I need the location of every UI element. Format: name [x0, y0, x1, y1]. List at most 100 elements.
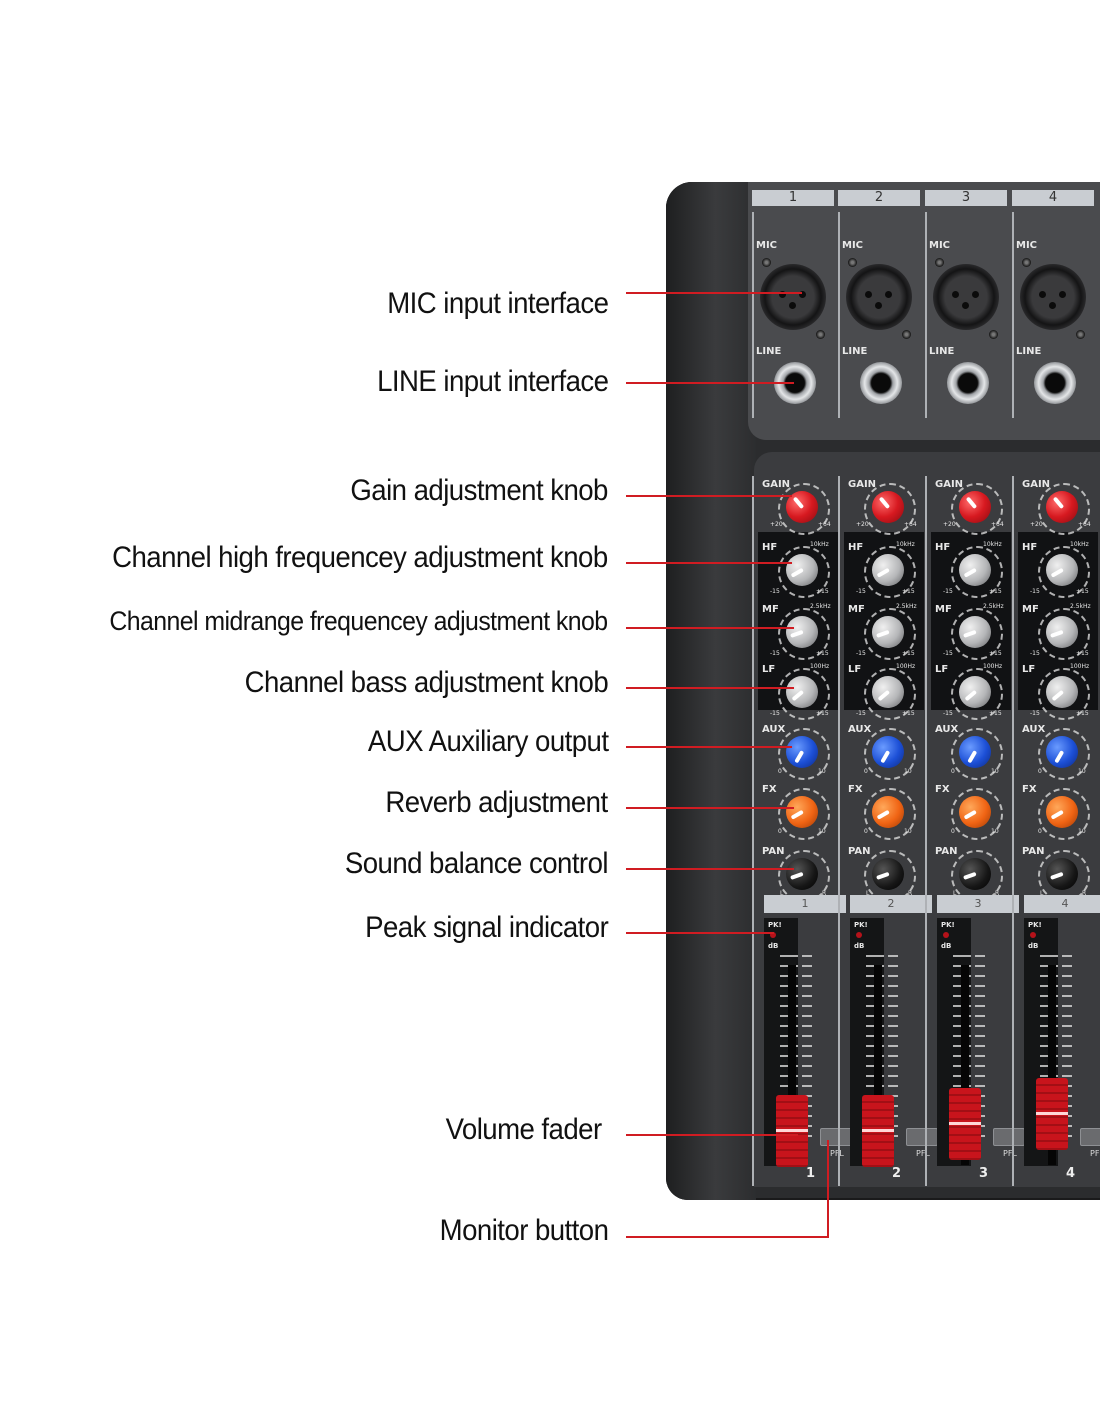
- screw-icon: [902, 330, 911, 339]
- knob-scale-ticks: [864, 483, 916, 535]
- aux-knob[interactable]: [872, 736, 904, 768]
- callout-label-mic-input: MIC input interface: [386, 287, 609, 320]
- send-max-label: 10: [818, 828, 826, 835]
- volume-fader-cap[interactable]: [1036, 1078, 1068, 1150]
- hf-knob[interactable]: [872, 554, 904, 586]
- knob-pointer: [876, 567, 890, 578]
- pfl-monitor-button[interactable]: [906, 1128, 938, 1146]
- send-min-label: 0: [864, 828, 868, 835]
- pan-left-label: L: [780, 890, 784, 897]
- channel-number-header: 3: [925, 190, 1007, 206]
- volume-fader-cap[interactable]: [862, 1095, 894, 1167]
- knob-scale-ticks: [864, 788, 916, 840]
- knob-pointer: [964, 689, 978, 702]
- lf-knob[interactable]: [872, 676, 904, 708]
- line-input-jack[interactable]: [860, 362, 902, 404]
- knob-pointer: [791, 689, 805, 702]
- pan-right-label: R: [1082, 890, 1087, 897]
- fx-knob[interactable]: [959, 796, 991, 828]
- fx-knob[interactable]: [872, 796, 904, 828]
- knob-pointer: [876, 809, 890, 820]
- xlr-mic-input[interactable]: [933, 264, 999, 330]
- knob-scale-ticks: [1038, 546, 1090, 598]
- pan-right-label: R: [995, 890, 1000, 897]
- peak-led: [943, 932, 949, 938]
- knob-scale-ticks: [951, 608, 1003, 660]
- db-label: dB: [854, 942, 865, 950]
- fader-slot[interactable]: [874, 965, 882, 1165]
- line-label: LINE: [929, 346, 955, 357]
- aux-knob[interactable]: [1046, 736, 1078, 768]
- knob-pointer: [1050, 629, 1064, 638]
- volume-fader-cap[interactable]: [949, 1088, 981, 1160]
- leader-line-monitor-vertical: [827, 1140, 829, 1238]
- xlr-mic-input[interactable]: [760, 264, 826, 330]
- hf-label: HF: [1022, 542, 1038, 553]
- lf-frequency-label: 100Hz: [810, 663, 830, 670]
- db-label: dB: [768, 942, 779, 950]
- send-max-label: 10: [904, 828, 912, 835]
- pan-knob[interactable]: [1046, 858, 1078, 890]
- hf-frequency-label: 10kHz: [810, 541, 829, 548]
- xlr-mic-input[interactable]: [846, 264, 912, 330]
- xlr-pin: [962, 302, 969, 309]
- fader-slot[interactable]: [961, 965, 969, 1165]
- gain-knob[interactable]: [872, 491, 904, 523]
- pfl-monitor-button[interactable]: [993, 1128, 1025, 1146]
- pfl-monitor-button[interactable]: [820, 1128, 852, 1146]
- mf-knob[interactable]: [1046, 616, 1078, 648]
- lf-knob[interactable]: [786, 676, 818, 708]
- xlr-mic-input[interactable]: [1020, 264, 1086, 330]
- eq-min-label: -15: [856, 710, 866, 717]
- knob-scale-ticks: [778, 608, 830, 660]
- fx-knob[interactable]: [1046, 796, 1078, 828]
- fader-slot[interactable]: [1048, 965, 1056, 1165]
- aux-label: AUX: [1022, 724, 1046, 735]
- eq-max-label: +15: [1076, 588, 1089, 595]
- callout-label-aux-knob: AUX Auxiliary output: [367, 725, 608, 758]
- leader-line-monitor-button: [626, 1236, 828, 1238]
- mf-label: MF: [848, 604, 865, 615]
- line-input-jack[interactable]: [1034, 362, 1076, 404]
- knob-pointer: [877, 689, 891, 702]
- aux-knob[interactable]: [786, 736, 818, 768]
- hf-knob[interactable]: [1046, 554, 1078, 586]
- aux-knob[interactable]: [959, 736, 991, 768]
- fx-label: FX: [762, 784, 777, 795]
- fader-slot[interactable]: [788, 965, 796, 1165]
- hf-knob[interactable]: [786, 554, 818, 586]
- knob-scale-ticks: [951, 668, 1003, 720]
- knob-pointer: [1051, 689, 1065, 702]
- channel-divider: [752, 476, 754, 1186]
- pan-knob[interactable]: [872, 858, 904, 890]
- fx-knob[interactable]: [786, 796, 818, 828]
- lf-knob[interactable]: [959, 676, 991, 708]
- pan-knob[interactable]: [959, 858, 991, 890]
- leader-line-pan-knob: [626, 868, 794, 870]
- gain-knob[interactable]: [959, 491, 991, 523]
- knob-pointer: [963, 567, 977, 578]
- mixer-side-panel: [666, 182, 756, 1200]
- mf-knob[interactable]: [959, 616, 991, 648]
- pfl-monitor-button[interactable]: [1080, 1128, 1100, 1146]
- leader-line-hf-knob: [626, 562, 792, 564]
- db-label: dB: [941, 942, 952, 950]
- mf-knob[interactable]: [786, 616, 818, 648]
- eq-min-label: -15: [1030, 588, 1040, 595]
- volume-fader-cap[interactable]: [776, 1095, 808, 1167]
- send-min-label: 0: [778, 828, 782, 835]
- pan-knob[interactable]: [786, 858, 818, 890]
- knob-pointer: [963, 809, 977, 820]
- line-input-jack[interactable]: [947, 362, 989, 404]
- knob-scale-ticks: [1038, 483, 1090, 535]
- callout-label-pan-knob: Sound balance control: [344, 847, 609, 880]
- gain-label: GAIN: [1022, 479, 1051, 490]
- gain-min-label: +20: [943, 521, 956, 528]
- knob-pointer: [876, 629, 890, 638]
- send-max-label: 10: [818, 768, 826, 775]
- hf-knob[interactable]: [959, 554, 991, 586]
- gain-knob[interactable]: [1046, 491, 1078, 523]
- lf-knob[interactable]: [1046, 676, 1078, 708]
- knob-pointer: [1050, 809, 1064, 820]
- mf-knob[interactable]: [872, 616, 904, 648]
